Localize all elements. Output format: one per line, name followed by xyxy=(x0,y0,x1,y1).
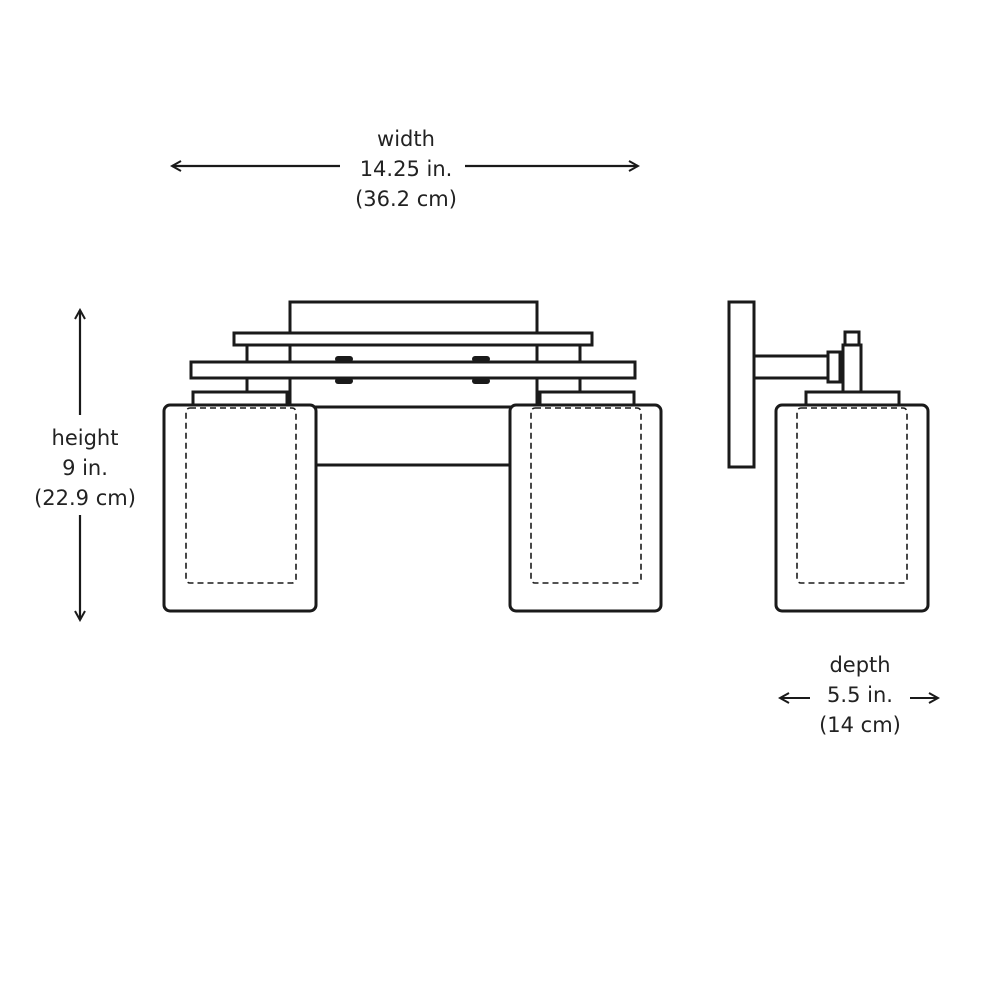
left-cap xyxy=(191,390,289,407)
lower-bar xyxy=(189,360,637,380)
side-neck xyxy=(841,343,863,394)
height-imperial: 9 in. xyxy=(62,456,108,480)
side-knuckle xyxy=(826,350,842,384)
height-label: height 9 in. (22.9 cm) xyxy=(10,423,160,513)
side-shade xyxy=(774,403,930,613)
side-finial xyxy=(843,330,861,347)
width-imperial: 14.25 in. xyxy=(359,157,453,181)
side-inner-glass-outline xyxy=(796,407,908,584)
left-shade xyxy=(162,403,318,613)
inner-glass-outline xyxy=(185,407,642,584)
depth-metric: (14 cm) xyxy=(819,713,901,737)
front-view xyxy=(162,300,663,613)
height-metric: (22.9 cm) xyxy=(34,486,136,510)
side-arm xyxy=(752,354,834,380)
width-metric: (36.2 cm) xyxy=(355,187,457,211)
upper-bar xyxy=(232,331,594,347)
side-view xyxy=(727,300,930,613)
depth-imperial: 5.5 in. xyxy=(827,683,893,707)
depth-label: depth 5.5 in. (14 cm) xyxy=(760,650,960,740)
side-backplate xyxy=(727,300,756,469)
right-shade xyxy=(508,403,663,613)
depth-name: depth xyxy=(829,653,891,677)
width-name: width xyxy=(377,127,435,151)
right-cap xyxy=(538,390,636,407)
side-cap xyxy=(804,390,901,407)
mounting-screws xyxy=(335,356,490,384)
height-name: height xyxy=(51,426,119,450)
width-label: width 14.25 in. (36.2 cm) xyxy=(306,124,506,214)
backplate xyxy=(288,300,539,409)
